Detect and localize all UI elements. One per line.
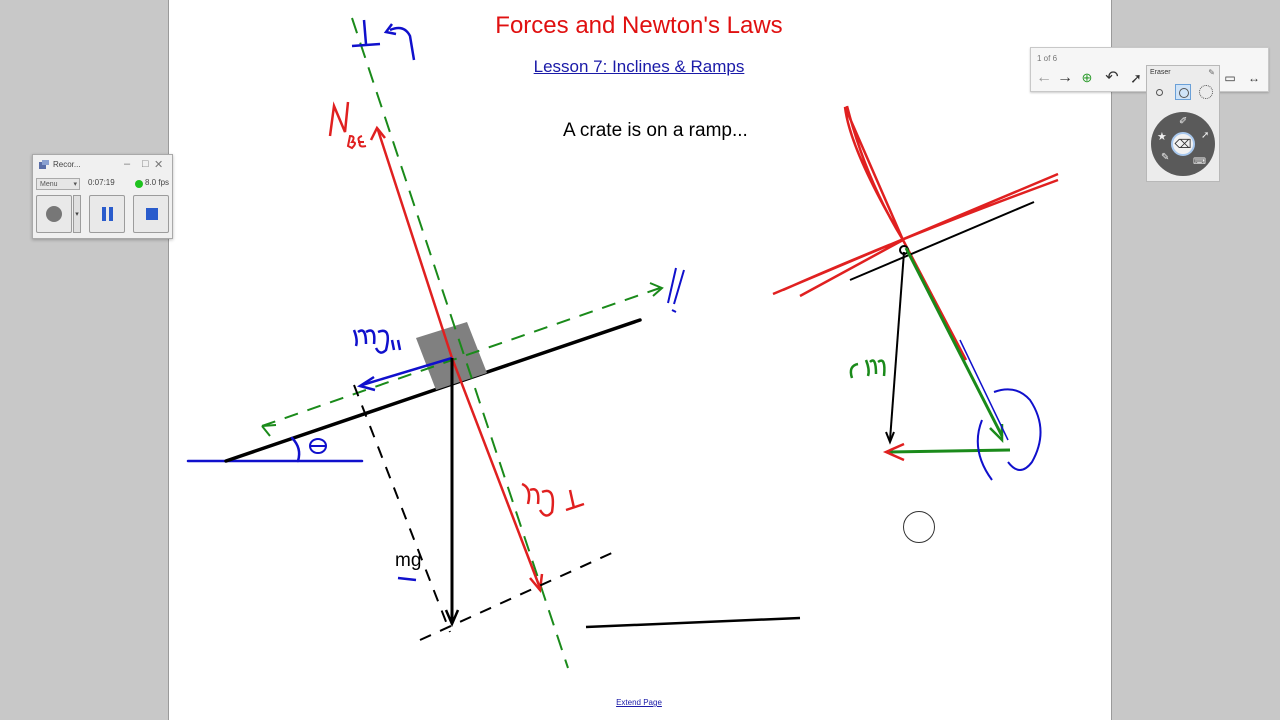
keyboard-icon[interactable]: ⌨ [1193, 156, 1206, 166]
close-icon[interactable]: ✕ [154, 159, 164, 171]
minimize-icon[interactable]: – [124, 158, 131, 170]
page-title: Forces and Newton's Laws [495, 12, 783, 39]
next-page-icon[interactable]: → [1057, 69, 1073, 86]
status-indicator-icon [135, 180, 143, 188]
recorder-menu-dropdown[interactable]: Menu ▾ [36, 178, 80, 190]
screen-capture-icon[interactable]: ▭ [1224, 71, 1236, 85]
recorder-title: Recor... [53, 160, 81, 169]
stop-button[interactable] [133, 195, 169, 233]
eraser-size-large[interactable] [1199, 85, 1213, 99]
pin-icon[interactable]: ✎ [1208, 68, 1215, 77]
eraser-size-medium[interactable] [1175, 84, 1191, 100]
screen-recorder-window[interactable]: Recor... – □ ✕ Menu ▾ 0:07:19 8.0 fps ▾ [32, 154, 173, 239]
record-options-dropdown[interactable]: ▾ [73, 195, 81, 233]
whiteboard-page[interactable] [168, 0, 1112, 720]
eraser-tool-icon[interactable]: ⌫ [1171, 132, 1195, 156]
pen-cursor [903, 511, 935, 543]
menu-label: Menu [40, 181, 58, 188]
elapsed-time: 0:07:19 [88, 178, 115, 187]
extend-page-link[interactable]: Extend Page [616, 698, 662, 707]
star-icon[interactable]: ★ [1157, 131, 1167, 143]
fps-readout: 8.0 fps [145, 178, 170, 187]
record-icon [46, 206, 62, 222]
tool-wheel[interactable]: ⌫ ★ ✎ ✐ ➚ ⌨ [1151, 112, 1215, 176]
page-indicator: 1 of 6 [1037, 54, 1058, 63]
eraser-size-small[interactable] [1156, 89, 1163, 96]
lesson-subtitle[interactable]: Lesson 7: Inclines & Ramps [533, 57, 745, 76]
expand-icon[interactable]: ↔ [1248, 71, 1260, 85]
weight-label: mg [395, 550, 422, 571]
record-button[interactable] [36, 195, 72, 233]
recorder-titlebar[interactable]: Recor... – □ ✕ [33, 155, 172, 175]
problem-text: A crate is on a ramp... [563, 120, 748, 141]
highlighter-icon[interactable]: ✐ [1179, 116, 1188, 127]
pause-icon [102, 207, 114, 221]
undo-icon[interactable]: ↶ [1105, 69, 1119, 86]
pen-icon[interactable]: ✎ [1161, 152, 1170, 163]
add-page-icon[interactable]: ⊕ [1081, 70, 1093, 85]
stop-icon [146, 208, 158, 220]
pointer-icon[interactable]: ➚ [1201, 130, 1210, 141]
chevron-down-icon: ▾ [73, 181, 77, 188]
eraser-palette[interactable]: Eraser ✎ ⌫ ★ ✎ ✐ ➚ ⌨ [1146, 65, 1220, 182]
maximize-icon[interactable]: □ [142, 158, 149, 170]
previous-page-icon[interactable]: ← [1036, 69, 1052, 86]
select-cursor-icon[interactable]: ➚ [1130, 70, 1142, 86]
eraser-title: Eraser [1150, 69, 1171, 76]
recorder-app-icon [39, 160, 49, 169]
pause-button[interactable] [89, 195, 125, 233]
